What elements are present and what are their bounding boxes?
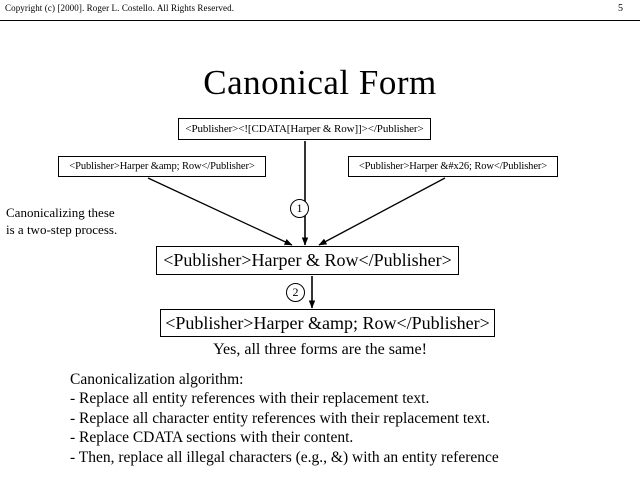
code-box-cdata-form-text: <Publisher><![CDATA[Harper & Row]]></Pub…: [185, 123, 424, 135]
code-box-canonical-form-text: <Publisher>Harper & Row</Publisher>: [163, 250, 452, 270]
page-title: Canonical Form: [203, 63, 437, 102]
side-note: Canonicalizing these is a two-step proce…: [6, 204, 166, 238]
arrow-hex-to-canonical: [318, 177, 446, 246]
algorithm-heading: Canonicalization algorithm:: [70, 371, 244, 388]
algorithm-block: Canonicalization algorithm: - Replace al…: [70, 370, 630, 467]
step-marker-2: 2: [286, 283, 305, 302]
code-box-hex-entity-form-text: <Publisher>Harper &#x26; Row</Publisher>: [358, 161, 548, 172]
code-box-amp-entity-form-text: <Publisher>Harper &amp; Row</Publisher>: [69, 161, 255, 172]
same-forms-caption: Yes, all three forms are the same!: [213, 341, 427, 358]
step-marker-1: 1: [290, 199, 309, 218]
code-box-escaped-form-text: <Publisher>Harper &amp; Row</Publisher>: [165, 313, 490, 333]
algorithm-item-1: - Replace all entity references with the…: [70, 390, 430, 408]
code-box-canonical-form: <Publisher>Harper & Row</Publisher>: [156, 246, 459, 275]
code-box-escaped-form: <Publisher>Harper &amp; Row</Publisher>: [160, 309, 495, 337]
header-divider: [0, 20, 640, 21]
arrow-amp-to-canonical: [147, 177, 293, 246]
code-box-amp-entity-form: <Publisher>Harper &amp; Row</Publisher>: [58, 156, 266, 177]
algorithm-item-4: - Then, replace all illegal characters (…: [70, 448, 499, 466]
page-number: 5: [618, 3, 623, 14]
copyright-notice: Copyright (c) [2000]. Roger L. Costello.…: [5, 3, 235, 13]
side-note-line-1: Canonicalizing these: [6, 205, 115, 220]
code-box-hex-entity-form: <Publisher>Harper &#x26; Row</Publisher>: [348, 156, 558, 177]
algorithm-item-3: - Replace CDATA sections with their cont…: [70, 429, 354, 447]
code-box-cdata-form: <Publisher><![CDATA[Harper & Row]]></Pub…: [178, 118, 431, 140]
side-note-line-2: is a two-step process.: [6, 222, 118, 237]
algorithm-item-2: - Replace all character entity reference…: [70, 409, 490, 427]
